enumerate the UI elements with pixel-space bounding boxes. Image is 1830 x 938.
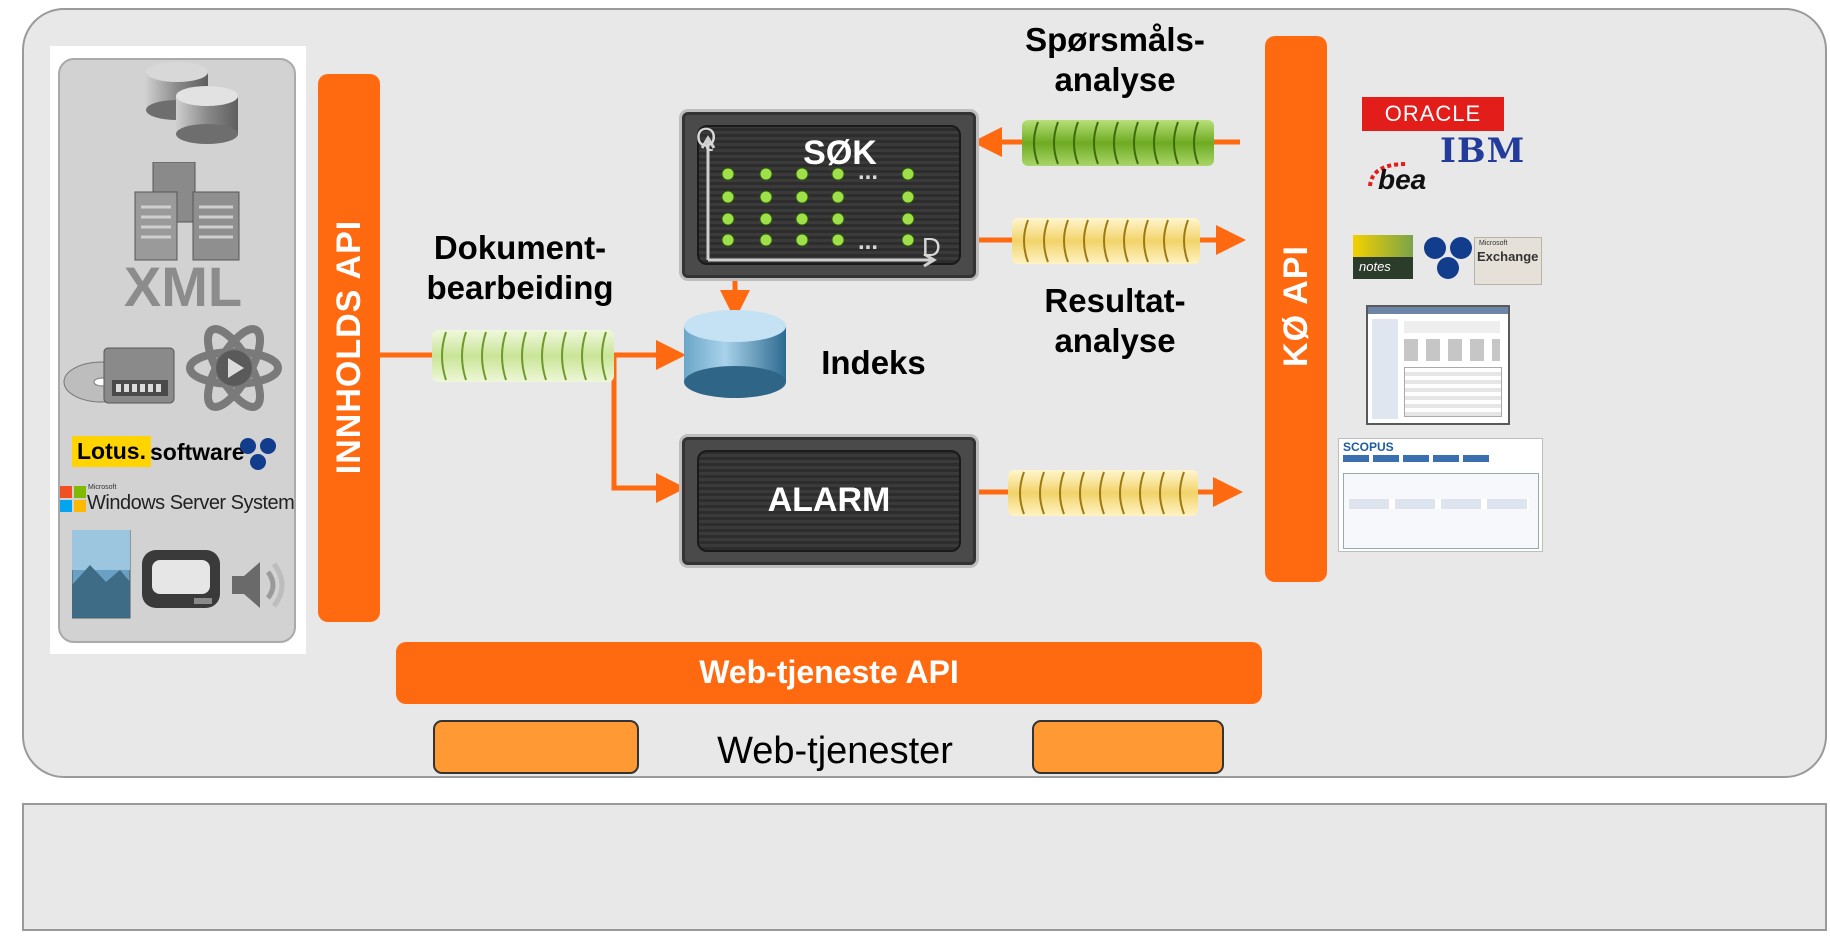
- notes-stripe: [1353, 235, 1413, 257]
- exchange-small-text: Microsoft: [1479, 240, 1508, 247]
- bea-logo: bea: [1366, 158, 1444, 196]
- scopus-logo: SCOPUS: [1343, 440, 1394, 454]
- bea-swirl-icon: [1368, 162, 1407, 187]
- exchange-logo: Microsoft Exchange: [1474, 237, 1542, 285]
- alarm-queue: [1008, 470, 1198, 516]
- server-icon: [134, 162, 240, 261]
- query-analysis-label: Spørsmåls- analyse: [990, 20, 1240, 101]
- alarm-box: [682, 437, 976, 565]
- xml-label: XML: [123, 255, 243, 318]
- document-processing-line2: bearbeiding: [426, 269, 614, 307]
- search-axis-q: Q: [696, 122, 717, 152]
- result-analysis-line1: Resultat-: [1044, 282, 1186, 319]
- portal-screenshot: [1366, 305, 1510, 425]
- result-analysis-label: Resultat- analyse: [990, 281, 1240, 362]
- web-service-button-right[interactable]: [1032, 720, 1224, 774]
- media-atom-icon: [186, 325, 282, 411]
- portal-content-row-1: [1404, 321, 1500, 333]
- content-api-bar: [318, 74, 380, 622]
- scopus-search-form: [1343, 473, 1539, 549]
- ibm-bubbles-icon: [240, 438, 276, 470]
- ibm-lotus-icon: [1424, 237, 1472, 279]
- lotus-brand: Lotus.: [72, 436, 151, 467]
- database-icon: [146, 62, 238, 144]
- portal-content-row-2: [1404, 339, 1500, 361]
- document-processing-label: Dokument- bearbeiding: [400, 228, 640, 309]
- lotus-software-text: software: [150, 439, 245, 465]
- query-queue: [1022, 120, 1214, 166]
- portal-sidebar: [1372, 319, 1398, 419]
- lotus-software-logo: Lotus. software: [70, 436, 280, 472]
- document-processing-line1: Dokument-: [433, 229, 607, 266]
- search-matrix: [700, 135, 937, 268]
- image-file-icon: [72, 530, 131, 619]
- query-analysis-line1: Spørsmåls-: [1025, 21, 1205, 58]
- web-service-api-label: Web-tjeneste API: [699, 654, 959, 690]
- search-ellipsis-top: ...: [858, 158, 879, 185]
- windows-server-logo: Microsoft Windows Server System: [58, 484, 298, 516]
- result-queue: [1012, 218, 1200, 264]
- windows-flag-icon: [60, 486, 86, 512]
- cd-folder-icon: [63, 347, 175, 404]
- query-analysis-line2: analyse: [1054, 61, 1176, 99]
- search-box-screen: [697, 125, 961, 265]
- bea-text: bea: [1378, 164, 1427, 195]
- alarm-label: ALARM: [767, 481, 891, 519]
- document-queue: [432, 330, 614, 382]
- search-axis-d: D: [922, 232, 941, 262]
- search-ellipsis-bottom: ...: [858, 228, 879, 255]
- scopus-tab-bar: [1343, 455, 1493, 462]
- video-player-icon: [142, 550, 220, 608]
- queue-api-bar: [1265, 36, 1327, 582]
- search-label: SØK: [803, 134, 877, 172]
- web-services-label: Web-tjenester: [717, 730, 953, 772]
- web-service-api-bar: [396, 642, 1262, 704]
- lotus-notes-logo: notes: [1353, 235, 1413, 279]
- oracle-logo: ORACLE: [1362, 97, 1504, 131]
- index-label: Indeks: [821, 344, 926, 381]
- ibm-logo: IBM: [1440, 131, 1526, 171]
- oracle-text: ORACLE: [1384, 101, 1482, 126]
- speaker-icon: [232, 562, 285, 608]
- windows-small-text: Microsoft: [88, 484, 117, 491]
- exchange-text: Exchange: [1477, 249, 1539, 264]
- web-service-button-left[interactable]: [433, 720, 639, 774]
- portal-content-row-3: [1404, 367, 1502, 417]
- result-analysis-line2: analyse: [1054, 322, 1176, 360]
- index-database-icon: [684, 310, 786, 398]
- notes-text: notes: [1359, 259, 1391, 274]
- scopus-screenshot: SCOPUS: [1338, 438, 1543, 552]
- portal-header-bar: [1368, 307, 1508, 314]
- alarm-box-screen: [697, 450, 961, 552]
- windows-server-text: Windows Server System: [87, 492, 295, 514]
- scopus-form-row: [1349, 499, 1529, 509]
- web-services-panel: [22, 803, 1827, 931]
